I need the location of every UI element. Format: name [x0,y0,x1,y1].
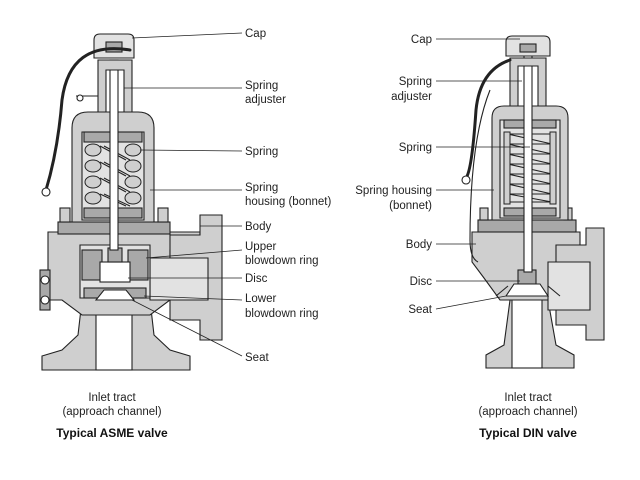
asme-label-inlet-2: (approach channel) [62,406,161,418]
asme-label-seat: Seat [245,352,269,364]
asme-label-housing-1: Spring [245,182,278,194]
asme-labels: Cap Spring adjuster Spring Spring housin… [56,28,331,440]
asme-label-lower-ring-2: blowdown ring [245,308,319,320]
asme-label-upper-ring-1: Upper [245,241,276,253]
din-label-spring-adjuster-1: Spring [399,76,432,88]
asme-label-lower-ring-1: Lower [245,293,276,305]
asme-label-spring-adjuster-2: adjuster [245,94,286,106]
asme-label-body: Body [245,221,271,233]
din-label-spring-adjuster-2: adjuster [391,91,432,103]
asme-caption: Typical ASME valve [56,426,168,440]
asme-valve-drawing [39,33,223,371]
din-label-seat: Seat [408,304,432,316]
din-label-disc: Disc [410,276,433,288]
asme-label-disc: Disc [245,273,268,285]
din-label-housing-2: (bonnet) [389,200,432,212]
asme-label-inlet-1: Inlet tract [88,392,136,404]
din-label-housing-1: Spring housing [355,185,432,197]
asme-label-upper-ring-2: blowdown ring [245,255,319,267]
din-label-cap: Cap [411,34,432,46]
asme-label-housing-2: housing (bonnet) [245,196,331,208]
asme-label-spring: Spring [245,146,278,158]
din-label-inlet-2: (approach channel) [478,406,577,418]
din-label-inlet-1: Inlet tract [504,392,552,404]
asme-label-cap: Cap [245,28,266,40]
din-valve-drawing [461,35,605,369]
din-label-spring: Spring [399,142,432,154]
din-label-body: Body [406,239,432,251]
din-labels: Cap Spring adjuster Spring Spring housin… [355,34,577,440]
asme-label-spring-adjuster-1: Spring [245,80,278,92]
din-caption: Typical DIN valve [479,426,577,440]
